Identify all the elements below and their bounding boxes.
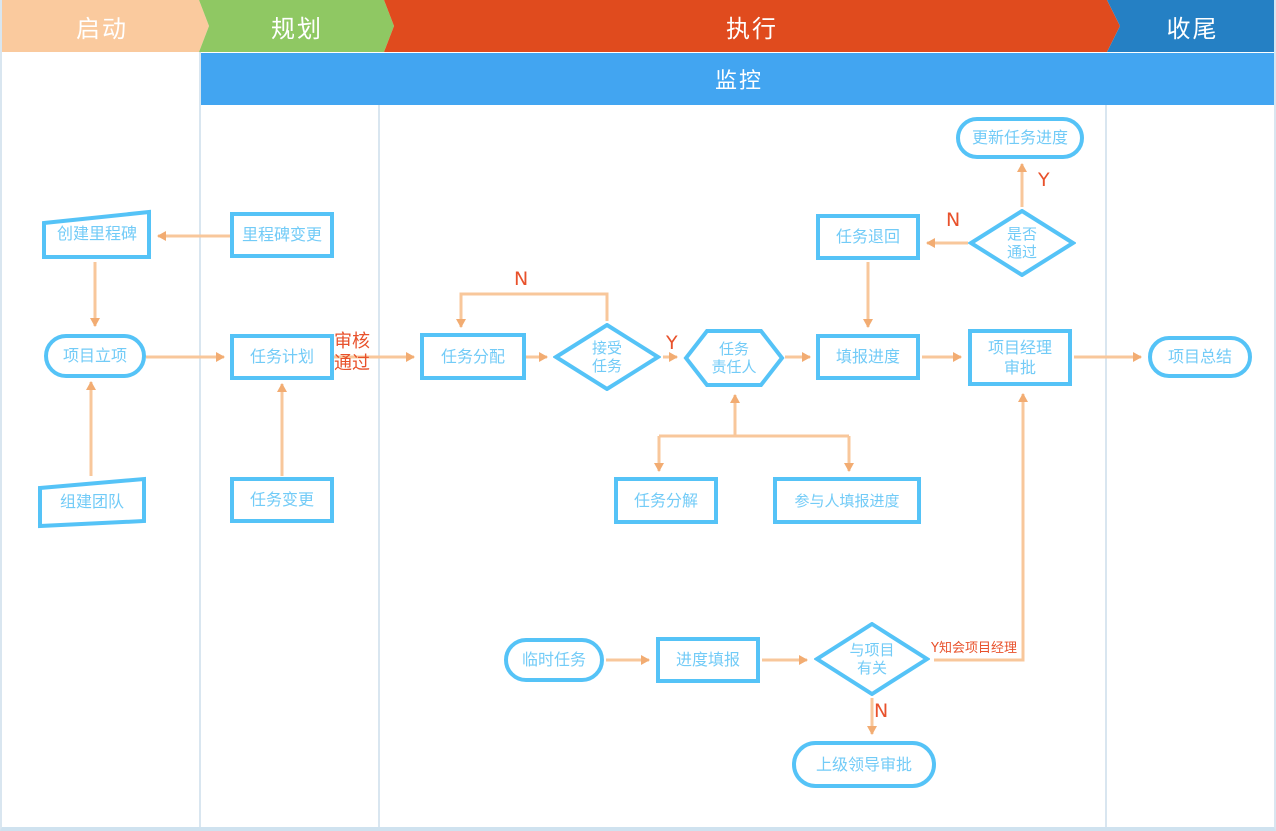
phase-label-plan: 规划: [199, 0, 395, 52]
node-project-related-label: 与项目 有关: [849, 641, 895, 677]
node-accept-task-label: 接受 任务: [591, 339, 622, 375]
edge-label-n-pass: N: [946, 209, 961, 231]
node-temp-task: 临时任务: [504, 638, 604, 682]
phase-execute-text: 执行: [726, 14, 778, 43]
node-pass-check-label: 是否 通过: [1006, 225, 1037, 261]
phase-close-text: 收尾: [1166, 14, 1219, 43]
edge-label-review-pass: 审核 通过: [334, 331, 370, 374]
edge-label-y-accept: Y: [666, 332, 678, 354]
node-create-milestone-label: 创建里程碑: [56, 224, 137, 244]
phase-plan-text: 规划: [271, 14, 323, 43]
phase-band-start: [2, 0, 209, 52]
node-task-owner: 任务 责任人: [683, 329, 785, 387]
node-pass-check: 是否 通过: [968, 209, 1076, 277]
node-task-owner-label: 任务 责任人: [711, 340, 757, 376]
node-leader-approval: 上级领导审批: [792, 741, 936, 788]
lane-divider-3: [1105, 105, 1107, 827]
node-fill-progress: 填报进度: [816, 334, 920, 380]
node-participant-progress: 参与人填报进度: [773, 477, 921, 524]
edge-label-y-pass: Y: [1038, 169, 1050, 191]
monitor-text: 监控: [714, 69, 763, 94]
node-milestone-change: 里程碑变更: [230, 212, 334, 258]
monitor-band: 监控: [200, 53, 1274, 105]
node-task-split: 任务分解: [614, 477, 718, 524]
edge-label-y-notify: Y知会项目经理: [931, 641, 1017, 656]
node-project-related: 与项目 有关: [814, 622, 930, 696]
node-progress-fill: 进度填报: [656, 637, 760, 683]
phase-band-execute: [384, 0, 1120, 52]
node-update-progress: 更新任务进度: [956, 117, 1084, 159]
node-task-plan: 任务计划: [230, 334, 334, 380]
node-task-assign: 任务分配: [420, 333, 526, 380]
node-task-change: 任务变更: [230, 477, 334, 523]
node-create-milestone: 创建里程碑: [42, 208, 152, 260]
phase-label-close: 收尾: [1107, 0, 1274, 52]
node-project-initiation: 项目立项: [44, 334, 146, 378]
phase-band-plan: [199, 0, 394, 52]
node-accept-task: 接受 任务: [553, 323, 661, 391]
lane-divider-2: [378, 105, 380, 827]
node-task-return: 任务退回: [816, 214, 920, 260]
phase-start-text: 启动: [76, 14, 128, 43]
edge-label-n-related: N: [874, 700, 889, 722]
phase-band-close: [1107, 0, 1274, 52]
node-team-build: 组建团队: [37, 475, 147, 529]
node-project-summary: 项目总结: [1148, 336, 1252, 378]
edge-accepttask-n-loop: [456, 292, 609, 328]
phase-label-execute: 执行: [384, 0, 1120, 52]
lane-divider-1: [199, 52, 201, 827]
edge-label-n-accept: N: [514, 268, 529, 290]
edge-related-pmapproval: [934, 393, 1028, 662]
node-team-build-label: 组建团队: [59, 492, 124, 512]
node-pm-approval: 项目经理 审批: [968, 329, 1072, 386]
phase-label-start: 启动: [2, 0, 202, 52]
